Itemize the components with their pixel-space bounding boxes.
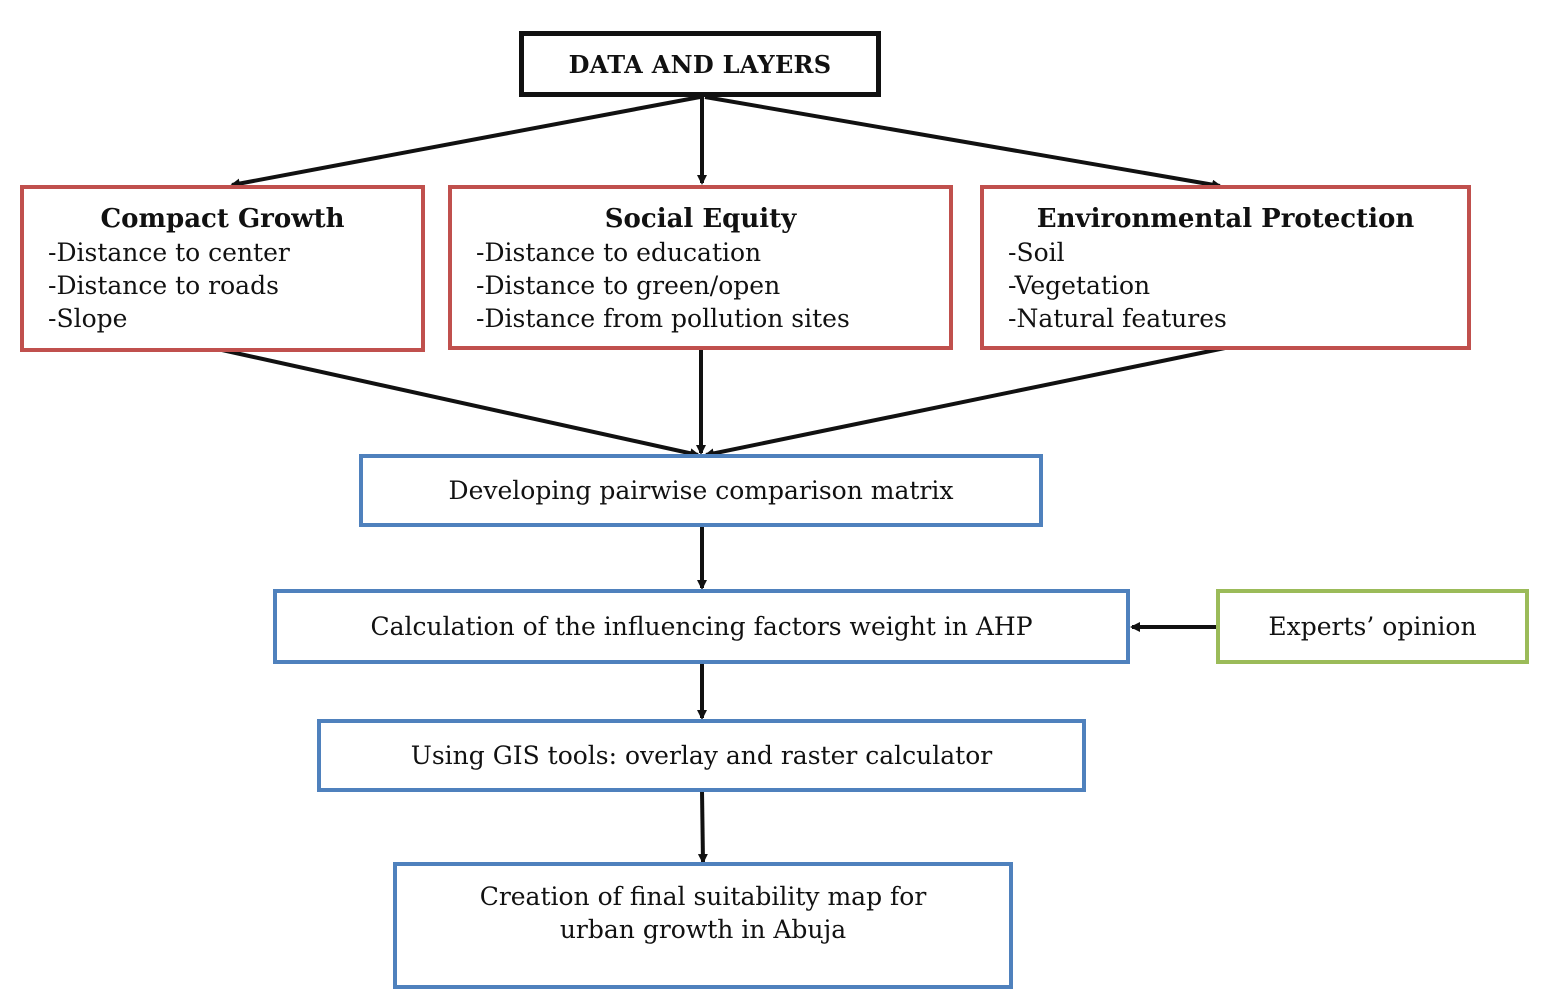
gis-tools-box: Using GIS tools: overlay and raster calc…	[317, 719, 1086, 792]
arrow-compact-growth-to-pairwise	[221, 348, 700, 459]
social-equity-list: -Distance to education -Distance to gree…	[452, 236, 949, 335]
pairwise-matrix-box: Developing pairwise comparison matrix	[359, 454, 1043, 527]
compact-growth-list: -Distance to center -Distance to roads -…	[24, 236, 421, 335]
compact-growth-box: Compact Growth -Distance to center -Dist…	[20, 185, 425, 352]
arrow-environmental-to-pairwise	[704, 346, 1226, 459]
environmental-protection-box: Environmental Protection -Soil -Vegetati…	[980, 185, 1471, 350]
compact-growth-item: -Distance to center	[48, 238, 290, 267]
social-equity-item: -Distance to education	[476, 238, 762, 267]
final-map-box: Creation of final suitability map for ur…	[393, 862, 1013, 989]
arrow-gis-to-final	[697, 790, 708, 864]
social-equity-box: Social Equity -Distance to education -Di…	[448, 185, 953, 350]
environmental-protection-list: -Soil -Vegetation -Natural features	[984, 236, 1467, 335]
experts-opinion-label: Experts’ opinion	[1268, 612, 1477, 641]
data-and-layers-box: DATA AND LAYERS	[519, 31, 881, 97]
environmental-protection-item: -Natural features	[1008, 304, 1227, 333]
social-equity-title: Social Equity	[604, 204, 797, 234]
compact-growth-title: Compact Growth	[100, 204, 345, 234]
gis-tools-label: Using GIS tools: overlay and raster calc…	[410, 741, 993, 770]
environmental-protection-item: -Soil	[1008, 238, 1065, 267]
pairwise-matrix-label: Developing pairwise comparison matrix	[448, 476, 954, 505]
arrow-top-to-environmental-protection	[704, 95, 1222, 190]
final-map-label: Creation of final suitability map for ur…	[479, 882, 927, 944]
arrow-top-to-compact-growth	[230, 95, 701, 189]
social-equity-item: -Distance from pollution sites	[476, 304, 850, 333]
ahp-weight-label: Calculation of the influencing factors w…	[370, 612, 1033, 641]
data-and-layers-label: DATA AND LAYERS	[568, 49, 832, 79]
ahp-weight-box: Calculation of the influencing factors w…	[273, 589, 1130, 664]
environmental-protection-title: Environmental Protection	[1036, 204, 1415, 234]
environmental-protection-item: -Vegetation	[1008, 271, 1151, 300]
compact-growth-item: -Slope	[48, 304, 128, 333]
compact-growth-item: -Distance to roads	[48, 271, 279, 300]
social-equity-item: -Distance to green/open	[476, 271, 781, 300]
experts-opinion-box: Experts’ opinion	[1216, 589, 1529, 664]
